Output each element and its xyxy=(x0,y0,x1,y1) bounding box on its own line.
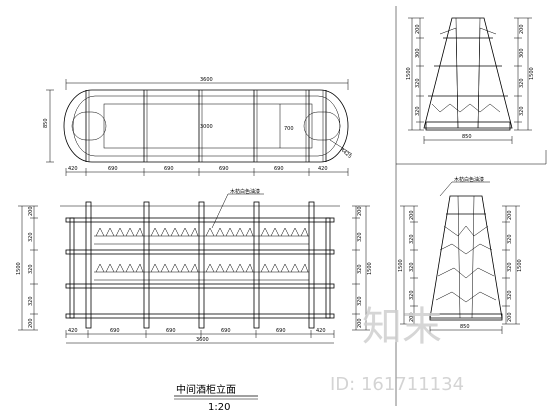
plan-width-label: 3600 xyxy=(200,77,213,83)
front-width-label: 3600 xyxy=(196,337,209,343)
front-right-h3: 320 xyxy=(357,296,363,306)
side-bottom-left-h2: 320 xyxy=(409,262,415,272)
sheet-borders xyxy=(395,6,547,406)
bottle-row-upper xyxy=(94,227,309,245)
plan-seg-4: 690 xyxy=(274,166,284,172)
front-right-total: 1500 xyxy=(367,262,373,275)
side-bottom-right-h1: 320 xyxy=(507,234,513,244)
title-text: 中间酒柜立面 xyxy=(176,383,236,396)
side-top-width-label: 850 xyxy=(462,134,472,140)
front-left-total: 1500 xyxy=(16,262,22,275)
front-elevation: 木枋白色油漆 xyxy=(16,188,373,344)
side-top-right-total: 1500 xyxy=(529,67,535,80)
front-left-h1: 320 xyxy=(28,232,34,242)
front-seg-3: 690 xyxy=(221,328,231,334)
front-left-h2: 320 xyxy=(28,264,34,274)
plan-view: 3600 3000 700 850 R425 xyxy=(43,77,353,176)
watermark-site: 知末 xyxy=(362,304,442,350)
side-bottom-right-h0: 200 xyxy=(507,210,513,220)
side-top-left-total: 1500 xyxy=(406,67,412,80)
front-left-h4: 200 xyxy=(28,318,34,328)
side-view-top: 1500 200 300 320 320 1500 200 300 320 32… xyxy=(406,17,535,144)
plan-seg-0: 420 xyxy=(68,166,78,172)
side-top-right-h0: 200 xyxy=(519,24,525,34)
bottle-row-lower xyxy=(94,263,309,281)
front-right-h1: 320 xyxy=(357,232,363,242)
watermark-id: ID: 161711134 xyxy=(330,374,464,395)
side-bottom-right-total: 1500 xyxy=(517,259,523,272)
side-top-right-h1: 300 xyxy=(519,48,525,58)
front-left-h0: 200 xyxy=(28,206,34,216)
watermark: 知末 ID: 161711134 xyxy=(330,304,464,395)
side-top-right-h3: 320 xyxy=(519,106,525,116)
scale-text: 1:20 xyxy=(208,402,230,413)
side-bottom-left-h1: 320 xyxy=(409,234,415,244)
plan-seg-2: 690 xyxy=(164,166,174,172)
side-bottom-width-label: 850 xyxy=(460,324,470,330)
front-seg-4: 690 xyxy=(276,328,286,334)
side-top-right-h2: 320 xyxy=(519,78,525,88)
side-bottom-right-h2: 320 xyxy=(507,262,513,272)
plan-seg-3: 690 xyxy=(219,166,229,172)
side-bottom-left-total: 1500 xyxy=(398,259,404,272)
front-callout: 木枋白色油漆 xyxy=(230,188,260,195)
plan-radius-label: R425 xyxy=(339,147,353,160)
front-right-h0: 200 xyxy=(357,206,363,216)
side-top-left-h0: 200 xyxy=(415,24,421,34)
plan-seg-1: 690 xyxy=(108,166,118,172)
front-seg-0: 420 xyxy=(68,328,78,334)
plan-seg-5: 420 xyxy=(318,166,328,172)
side-bottom-left-h0: 200 xyxy=(409,210,415,220)
front-right-h4: 200 xyxy=(357,318,363,328)
side-bottom-right-h3: 320 xyxy=(507,290,513,300)
side-bottom-right-h4: 200 xyxy=(507,312,513,322)
side-bottom-left-h4: 200 xyxy=(409,312,415,322)
side-top-left-h1: 300 xyxy=(415,48,421,58)
plan-depth-label: 850 xyxy=(43,118,49,128)
drawing-title: 中间酒柜立面 1:20 xyxy=(174,383,258,413)
front-left-h3: 320 xyxy=(28,296,34,306)
side-bottom-left-h3: 320 xyxy=(409,290,415,300)
front-seg-5: 420 xyxy=(316,328,326,334)
plan-inner-depth: 700 xyxy=(284,126,294,132)
side-bottom-callout: 木枋白色油漆 xyxy=(454,176,484,183)
side-view-bottom: 木枋白色油漆 1500 200 320 320 320 200 xyxy=(398,176,523,334)
side-top-left-h3: 320 xyxy=(415,106,421,116)
front-seg-2: 690 xyxy=(166,328,176,334)
side-top-left-h2: 320 xyxy=(415,78,421,88)
plan-inner-label: 3000 xyxy=(200,124,213,130)
front-seg-1: 690 xyxy=(110,328,120,334)
front-right-h2: 320 xyxy=(357,264,363,274)
